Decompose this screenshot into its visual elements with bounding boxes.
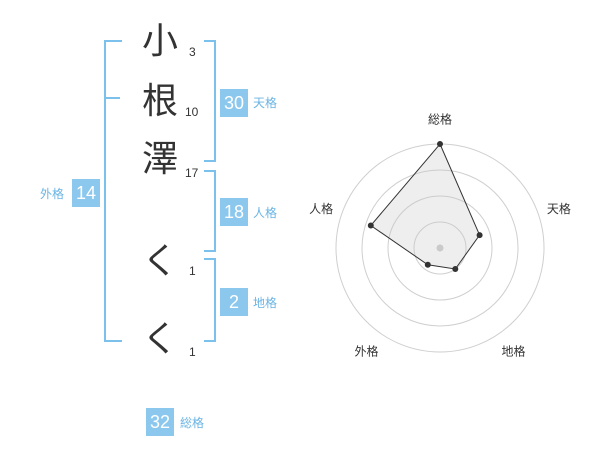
gaikaku-badge: 14 (72, 179, 100, 207)
tenkaku-label: 天格 (253, 96, 278, 110)
stroke-count-2: 10 (185, 105, 199, 119)
radar-point-2 (476, 232, 483, 239)
soukaku-badge: 32 (146, 408, 174, 436)
radar-axis-label-5: 人格 (309, 201, 333, 216)
outer-bracket-tick (104, 97, 120, 99)
name-char-1: 小 (142, 21, 179, 62)
radar-axis-label-2: 天格 (547, 201, 571, 216)
chikaku-bracket (204, 258, 216, 342)
radar-axis-label-3: 地格 (501, 344, 525, 359)
name-char-5: く (142, 319, 179, 360)
jinkaku-badge: 18 (220, 198, 248, 226)
radar-axis-label-4: 外格 (354, 344, 378, 359)
radar-point-3 (452, 266, 459, 272)
name-char-4: く (142, 241, 179, 282)
stroke-count-5: 1 (189, 345, 196, 359)
gaikaku-label: 外格 (40, 187, 65, 201)
radar-center-dot (436, 244, 444, 252)
radar-point-4 (424, 261, 431, 268)
radar-ring (413, 221, 467, 275)
stroke-count-4: 1 (189, 264, 196, 278)
radar-point-1 (437, 141, 443, 147)
jinkaku-bracket (204, 170, 216, 252)
chikaku-badge: 2 (220, 288, 248, 316)
radar-polygon (370, 143, 481, 270)
radar-ring (361, 169, 519, 327)
chikaku-label: 地格 (253, 296, 278, 310)
radar-point-5 (367, 222, 374, 229)
stroke-count-1: 3 (189, 45, 196, 59)
jinkaku-label: 人格 (253, 206, 278, 220)
soukaku-label: 総格 (180, 416, 205, 430)
outer-bracket (104, 40, 122, 342)
tenkaku-bracket (204, 40, 216, 162)
tenkaku-badge: 30 (220, 89, 248, 117)
name-char-3: 澤 (142, 139, 179, 180)
stroke-count-3: 17 (185, 166, 199, 180)
radar-axis-label-1: 総格 (428, 112, 452, 127)
radar-ring (387, 195, 493, 301)
name-char-2: 根 (142, 81, 179, 122)
